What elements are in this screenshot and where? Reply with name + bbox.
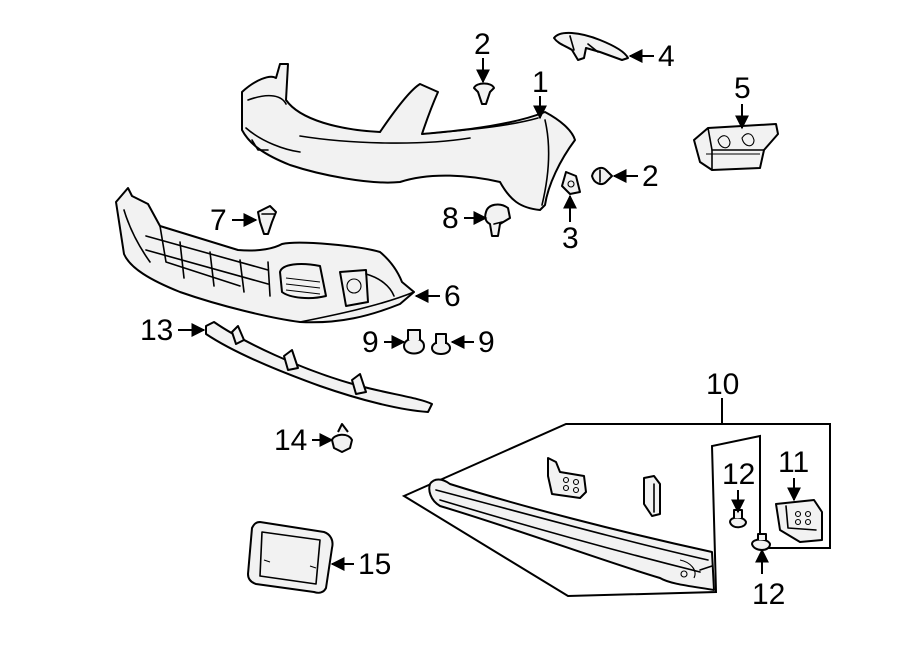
impact-bar-group-outline bbox=[401, 423, 831, 598]
callout-12-top: 12 bbox=[722, 458, 755, 491]
reinforcement-bracket-part bbox=[693, 123, 779, 171]
bolt-part-12-bottom bbox=[751, 533, 771, 551]
callout-3: 3 bbox=[562, 222, 579, 255]
callout-8: 8 bbox=[442, 202, 459, 235]
bolt-part-12-top bbox=[729, 509, 747, 529]
callout-7: 7 bbox=[210, 204, 227, 237]
stud-part-8 bbox=[484, 203, 511, 237]
bar-small-bracket-part bbox=[643, 475, 661, 517]
nut-part-9-left bbox=[403, 329, 425, 355]
callout-2-top: 2 bbox=[474, 28, 491, 61]
callout-15: 15 bbox=[358, 548, 391, 581]
bracket-small-part bbox=[561, 171, 581, 195]
nut-part-9-right bbox=[431, 333, 451, 355]
bar-mount-bracket-part bbox=[547, 457, 587, 499]
callout-14: 14 bbox=[274, 424, 307, 457]
upper-bracket-part bbox=[553, 32, 629, 61]
bracket-part-11 bbox=[775, 499, 823, 543]
callout-4: 4 bbox=[658, 40, 675, 73]
callout-6: 6 bbox=[444, 280, 461, 313]
callout-11: 11 bbox=[778, 446, 809, 479]
callout-10: 10 bbox=[706, 368, 739, 401]
callout-2-right: 2 bbox=[642, 160, 659, 193]
callout-13: 13 bbox=[140, 314, 173, 347]
push-pin-part-top bbox=[473, 82, 495, 105]
impact-bar-part bbox=[428, 478, 715, 591]
bumper-cover-part bbox=[241, 63, 576, 211]
push-pin-part-right bbox=[591, 167, 613, 185]
callout-9-right: 9 bbox=[478, 326, 495, 359]
callout-1: 1 bbox=[532, 66, 549, 99]
license-bracket-part bbox=[247, 521, 334, 594]
callout-12-bottom: 12 bbox=[752, 578, 785, 611]
grille-part bbox=[115, 187, 415, 324]
fastener-part-14 bbox=[331, 423, 353, 453]
callout-5: 5 bbox=[734, 72, 751, 105]
lower-molding-part bbox=[205, 321, 433, 413]
leader-lines bbox=[178, 49, 801, 574]
clip-part-7 bbox=[257, 205, 277, 235]
callout-9-left: 9 bbox=[362, 326, 379, 359]
